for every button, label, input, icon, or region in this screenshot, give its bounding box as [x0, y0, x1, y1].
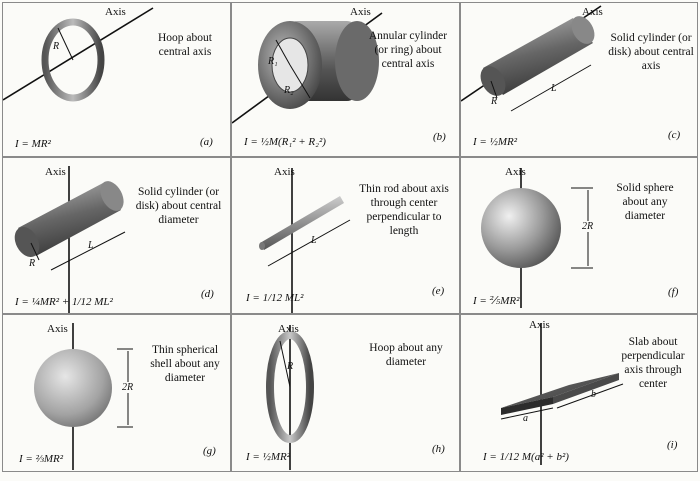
- panel-tag: (i): [667, 439, 678, 451]
- inertia-formula: I = MR²: [15, 138, 51, 150]
- dim-label-2r: 2R: [122, 382, 134, 393]
- axis-label: Axis: [582, 6, 603, 18]
- dim-label-b: b: [591, 389, 596, 400]
- panel-tag: (e): [432, 285, 445, 297]
- hoop-any-diameter-drawing: [266, 325, 314, 470]
- panel-tag: (a): [200, 136, 213, 148]
- axis-label: Axis: [529, 319, 550, 331]
- axis-label: Axis: [45, 166, 66, 178]
- inertia-formula: I = 1/12 ML²: [246, 292, 304, 304]
- axis-label: Axis: [505, 166, 526, 178]
- dim-label-l: L: [88, 240, 94, 251]
- axis-label: Axis: [47, 323, 68, 335]
- dim-label-a: a: [523, 413, 528, 424]
- panel-description: Annular cylinder (or ring) about central…: [368, 30, 448, 70]
- panel-description: Hoop about central axis: [158, 32, 212, 58]
- dim-label-2r: 2R: [582, 221, 594, 232]
- dim-label-r2: R₂: [284, 85, 294, 96]
- panel-d: Axis R L Solid cylinder (or disk) about …: [2, 157, 231, 314]
- solid-cylinder-central-diameter-drawing: [14, 166, 126, 313]
- inertia-formula: I = 1/12 M(a² + b²): [483, 451, 569, 463]
- dim-label-r: R: [491, 96, 498, 107]
- axis-label: Axis: [105, 6, 126, 18]
- panel-f: Axis 2R Solid sphere about any diameter …: [460, 157, 698, 314]
- panel-description: Thin spherical shell about any diameter: [150, 344, 220, 384]
- inertia-formula: I = ½MR²: [473, 136, 518, 148]
- panel-c: Axis R L Solid cylinder (or disk) about …: [460, 2, 698, 157]
- panel-description: Slab about perpendicular axis through ce…: [621, 336, 685, 390]
- inertia-formula: I = ¼MR² + 1/12 ML²: [15, 296, 113, 308]
- panel-b: Axis R₁ R₂ Annular cylinder (or ring) ab…: [231, 2, 460, 157]
- panel-description: Solid cylinder (or disk) about central a…: [608, 32, 694, 72]
- panel-description: Solid cylinder (or disk) about central d…: [135, 186, 222, 226]
- panel-a: Axis R Hoop about central axis I = MR² (…: [2, 2, 231, 157]
- panel-i: Axis a b Slab about perpendicular axis t…: [460, 314, 698, 472]
- panel-tag: (f): [668, 286, 679, 298]
- panel-description: Thin rod about axis through center perpe…: [359, 183, 449, 237]
- annular-cylinder-drawing: [232, 12, 383, 124]
- panel-e: Axis L Thin rod about axis through cente…: [231, 157, 460, 314]
- solid-cylinder-central-axis-drawing: [461, 5, 602, 112]
- dim-label-l: L: [551, 83, 557, 94]
- dim-label-r: R: [29, 258, 36, 269]
- hoop-central-axis-drawing: [3, 7, 154, 102]
- axis-label: Axis: [274, 166, 295, 178]
- slab-drawing: [500, 323, 624, 465]
- dim-label-r: R: [53, 41, 60, 52]
- panel-tag: (h): [432, 443, 445, 455]
- panel-g: Axis 2R Thin spherical shell about any d…: [2, 314, 231, 472]
- inertia-formula: I = ⅔MR²: [19, 453, 64, 465]
- panel-tag: (d): [201, 288, 214, 300]
- thin-spherical-shell-drawing: [34, 323, 133, 470]
- axis-label: Axis: [350, 6, 371, 18]
- panel-tag: (g): [203, 445, 216, 457]
- panel-h: Axis R Hoop about any diameter I = ½MR² …: [231, 314, 460, 472]
- dim-label-l: L: [311, 235, 317, 246]
- panel-description: Solid sphere about any diameter: [616, 182, 674, 222]
- thin-rod-drawing: [259, 168, 351, 313]
- panel-description: Hoop about any diameter: [369, 342, 443, 368]
- dim-label-r: R: [287, 361, 294, 372]
- panel-tag: (c): [668, 129, 681, 141]
- axis-label: Axis: [278, 323, 299, 335]
- inertia-formula: I = ½M(R₁² + R₂²): [244, 136, 326, 148]
- inertia-formula: I = ⅖MR²: [473, 295, 520, 307]
- dim-label-r1: R₁: [268, 56, 278, 67]
- inertia-formula: I = ½MR²: [246, 451, 291, 463]
- panel-tag: (b): [433, 131, 446, 143]
